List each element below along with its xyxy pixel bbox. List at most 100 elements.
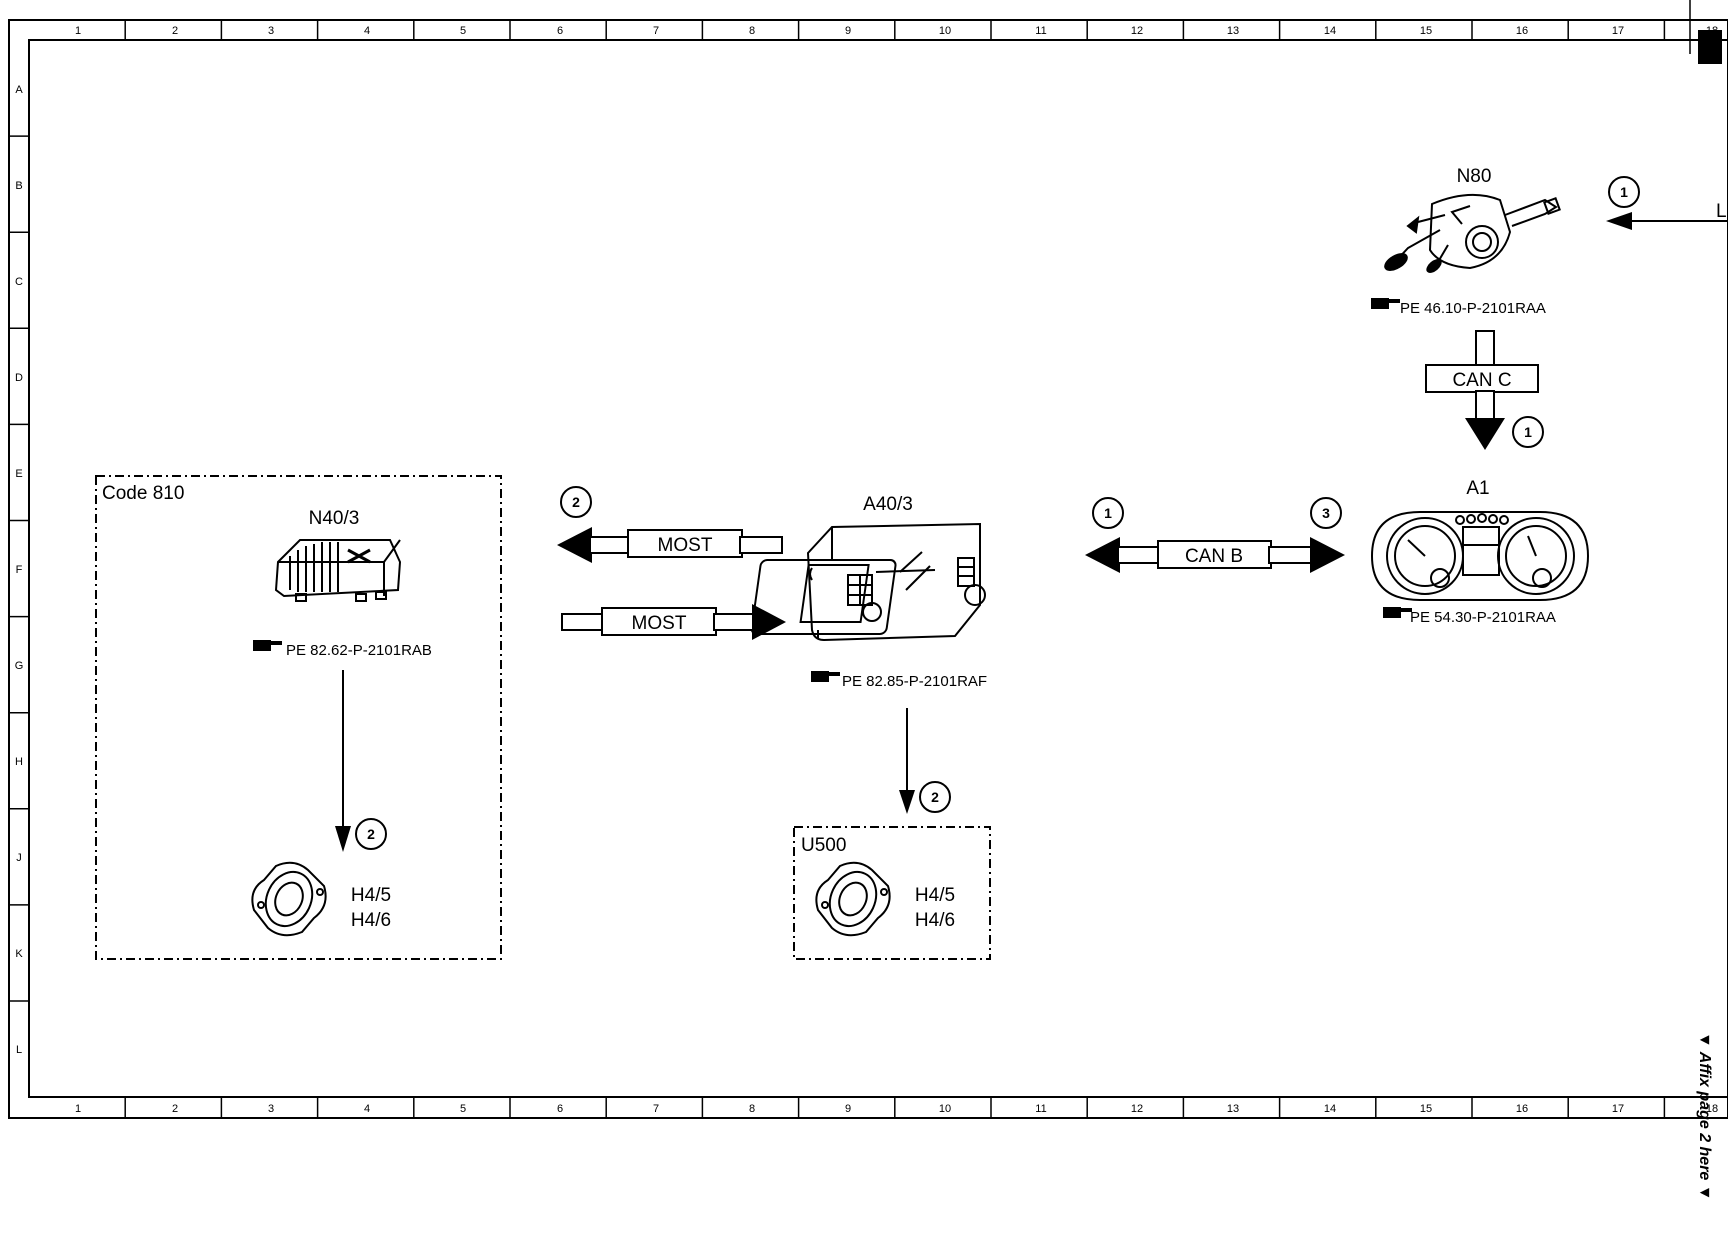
column-numbers-top: 1 2 3 4 5 6 7 8 9 10 11 12 13 14 15 16 1… <box>75 25 1718 37</box>
svg-text:1: 1 <box>1104 505 1112 521</box>
svg-text:1: 1 <box>1620 184 1628 200</box>
row-letter: A <box>15 84 23 96</box>
a40-3-label: A40/3 <box>863 494 913 515</box>
a40-3-output-arrow <box>899 708 915 814</box>
outer-frame <box>8 19 1728 1119</box>
steering-column-module-icon <box>1384 193 1561 273</box>
u500-speaker-line1: H4/5 <box>915 885 955 906</box>
marker-can-b-left: 1 <box>1092 497 1124 529</box>
col-number: 17 <box>1612 1103 1624 1115</box>
can-b-label: CAN B <box>1185 546 1243 567</box>
bus-can-b[interactable]: CAN B <box>1085 537 1345 573</box>
svg-text:2: 2 <box>572 494 580 510</box>
col-number: 11 <box>1035 1103 1046 1115</box>
bus-most-in[interactable]: MOST <box>561 604 786 640</box>
col-number: 13 <box>1227 1103 1239 1115</box>
most-out-label: MOST <box>658 535 713 556</box>
col-number: 1 <box>75 25 81 37</box>
box-code-810: Code 810 <box>95 475 502 960</box>
most-in-label: MOST <box>632 613 687 634</box>
a1-label: A1 <box>1466 478 1489 499</box>
col-number: 18 <box>1706 25 1718 37</box>
marker-can-b-right: 3 <box>1310 497 1342 529</box>
marker-a40-down: 2 <box>919 781 951 813</box>
col-number: 12 <box>1131 25 1143 37</box>
row-letter: D <box>15 372 23 384</box>
bus-can-c[interactable]: CAN C <box>1425 330 1539 450</box>
col-number: 17 <box>1612 25 1624 37</box>
marker-most-out: 2 <box>560 486 592 518</box>
code-810-title: Code 810 <box>102 483 184 504</box>
col-number: 8 <box>749 1103 755 1115</box>
col-number: 18 <box>1706 1103 1718 1115</box>
svg-text:2: 2 <box>367 826 375 842</box>
reference-hand-icon <box>1383 607 1412 618</box>
col-number: 15 <box>1420 1103 1432 1115</box>
col-number: 13 <box>1227 25 1239 37</box>
box-u500: U500 H4/5 H4/6 <box>793 826 991 960</box>
u500-speaker-line2: H4/6 <box>915 910 955 931</box>
row-letter: L <box>16 1044 22 1056</box>
col-number: 7 <box>653 25 659 37</box>
row-letter: F <box>16 564 23 576</box>
row-letter: E <box>15 468 22 480</box>
amplifier-icon <box>274 539 402 602</box>
n40-3-output-arrow <box>335 670 351 852</box>
col-number: 10 <box>939 1103 951 1115</box>
marker-n40-down: 2 <box>355 818 387 850</box>
a40-3-ref: PE 82.85-P-2101RAF <box>842 673 987 690</box>
component-a1[interactable]: A1 PE 54.30-P-2101RAA <box>1370 478 1590 626</box>
svg-text:1: 1 <box>1524 424 1532 440</box>
page-tab-marker <box>1698 30 1722 64</box>
affix-page-note: ▼ Affix page 2 here ▼ <box>1696 1032 1713 1201</box>
can-c-label: CAN C <box>1452 370 1511 391</box>
speaker-icon <box>251 861 327 937</box>
component-n40-3[interactable]: N40/3 PE 82.62-P-2101RAB <box>253 508 432 659</box>
a1-ref: PE 54.30-P-2101RAA <box>1410 609 1556 626</box>
n40-3-label: N40/3 <box>309 508 360 529</box>
svg-text:2: 2 <box>931 789 939 805</box>
row-letters: A B C D E F G H J K L <box>15 84 24 1056</box>
cut-off-text: LI <box>1716 201 1728 222</box>
left-speaker-line2: H4/6 <box>351 910 391 931</box>
col-number: 3 <box>268 1103 274 1115</box>
u500-title: U500 <box>801 835 846 856</box>
col-number: 9 <box>845 25 851 37</box>
col-number: 14 <box>1324 1103 1336 1115</box>
component-n80[interactable]: N80 PE 46.10-P-2101RAA <box>1371 166 1561 317</box>
n80-input-arrow <box>1606 212 1728 230</box>
n40-3-ref: PE 82.62-P-2101RAB <box>286 642 432 659</box>
col-number: 16 <box>1516 1103 1528 1115</box>
marker-can-c: 1 <box>1512 416 1544 448</box>
column-ticks <box>124 20 1666 1118</box>
inner-frame <box>28 39 1728 1098</box>
col-number: 2 <box>172 25 178 37</box>
row-letter: K <box>15 948 23 960</box>
col-number: 6 <box>557 25 563 37</box>
col-number: 1 <box>75 1103 81 1115</box>
col-number: 7 <box>653 1103 659 1115</box>
col-number: 4 <box>364 1103 370 1115</box>
row-letter: J <box>16 852 22 864</box>
marker-n80-in: 1 <box>1608 176 1640 208</box>
head-unit-icon <box>750 522 986 642</box>
n80-label: N80 <box>1457 166 1492 187</box>
row-letter: C <box>15 276 23 288</box>
col-number: 4 <box>364 25 370 37</box>
speaker-icon <box>815 861 891 937</box>
reference-hand-icon <box>253 640 282 651</box>
row-letter: H <box>15 756 23 768</box>
left-speakers: H4/5 H4/6 <box>251 861 391 937</box>
col-number: 5 <box>460 1103 466 1115</box>
col-number: 11 <box>1035 25 1046 37</box>
col-number: 9 <box>845 1103 851 1115</box>
row-ticks <box>9 135 29 1002</box>
component-a40-3[interactable]: A40/3 PE 82.85-P-2101RAF <box>750 494 987 690</box>
n80-ref: PE 46.10-P-2101RAA <box>1400 300 1546 317</box>
bus-most-out[interactable]: MOST <box>557 527 783 563</box>
svg-text:3: 3 <box>1322 505 1330 521</box>
col-number: 12 <box>1131 1103 1143 1115</box>
row-letter: B <box>15 180 22 192</box>
reference-hand-icon <box>811 671 840 682</box>
